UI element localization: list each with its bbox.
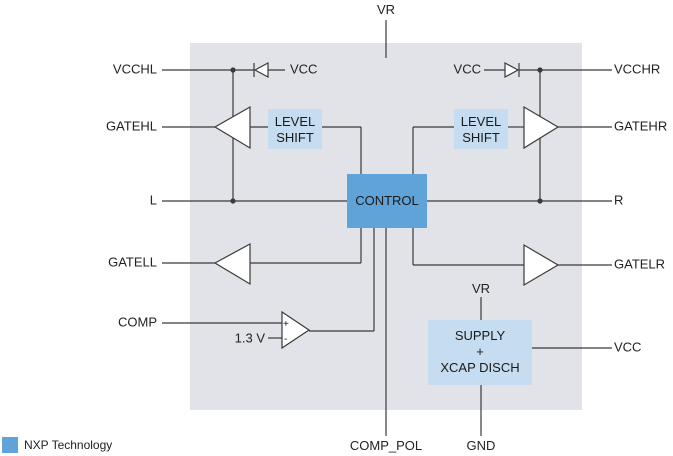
diode-right (504, 61, 520, 79)
diode-left (253, 61, 269, 79)
pin-comp-pol: COMP_POL (350, 438, 422, 453)
control-label: CONTROL (355, 193, 419, 208)
level-shift-left-line2: SHIFT (276, 130, 314, 145)
ref-voltage-label: 1.3 V (235, 330, 266, 345)
comparator (281, 310, 311, 350)
pin-r: R (614, 192, 623, 207)
comparator-plus: + (283, 319, 289, 330)
pin-vr-supply: VR (472, 281, 490, 296)
pin-vcc-supply: VCC (614, 339, 641, 354)
level-shift-left-line1: LEVEL (275, 114, 315, 129)
comparator-minus: - (284, 334, 287, 345)
level-shift-right-line2: SHIFT (462, 130, 500, 145)
pin-gatehl: GATEHL (106, 118, 157, 133)
wires (162, 20, 612, 436)
pin-l: L (150, 192, 157, 207)
supply-line1: SUPPLY (455, 328, 506, 343)
supply-line2: + (476, 344, 484, 359)
buffer-gatehl (213, 105, 251, 150)
pin-gatehr: GATEHR (614, 118, 667, 133)
level-shift-right-line1: LEVEL (461, 114, 501, 129)
pin-vr-top: VR (377, 2, 395, 17)
buffer-gatehr (523, 105, 560, 150)
legend-swatch (2, 437, 18, 453)
control-block (347, 174, 427, 228)
level-shift-right-block (454, 109, 508, 149)
pin-gatelr: GATELR (614, 256, 665, 271)
pin-gnd: GND (467, 438, 496, 453)
level-shift-left-block (268, 109, 322, 149)
buffer-gatelr (523, 243, 560, 287)
junction-dot (230, 198, 236, 204)
junction-dot (537, 198, 543, 204)
pin-comp: COMP (118, 314, 157, 329)
pin-vcc-right-diode: VCC (454, 61, 481, 76)
junction-dot (230, 67, 236, 73)
pin-vcchr: VCCHR (614, 61, 660, 76)
buffer-gatell (213, 242, 251, 286)
legend-label: NXP Technology (24, 438, 112, 452)
pin-gatell: GATELL (108, 254, 157, 269)
pin-vcc-left-diode: VCC (290, 61, 317, 76)
supply-block (428, 320, 532, 385)
supply-line3: XCAP DISCH (440, 360, 519, 375)
pin-vcchl: VCCHL (113, 61, 157, 76)
junction-dot (537, 67, 543, 73)
